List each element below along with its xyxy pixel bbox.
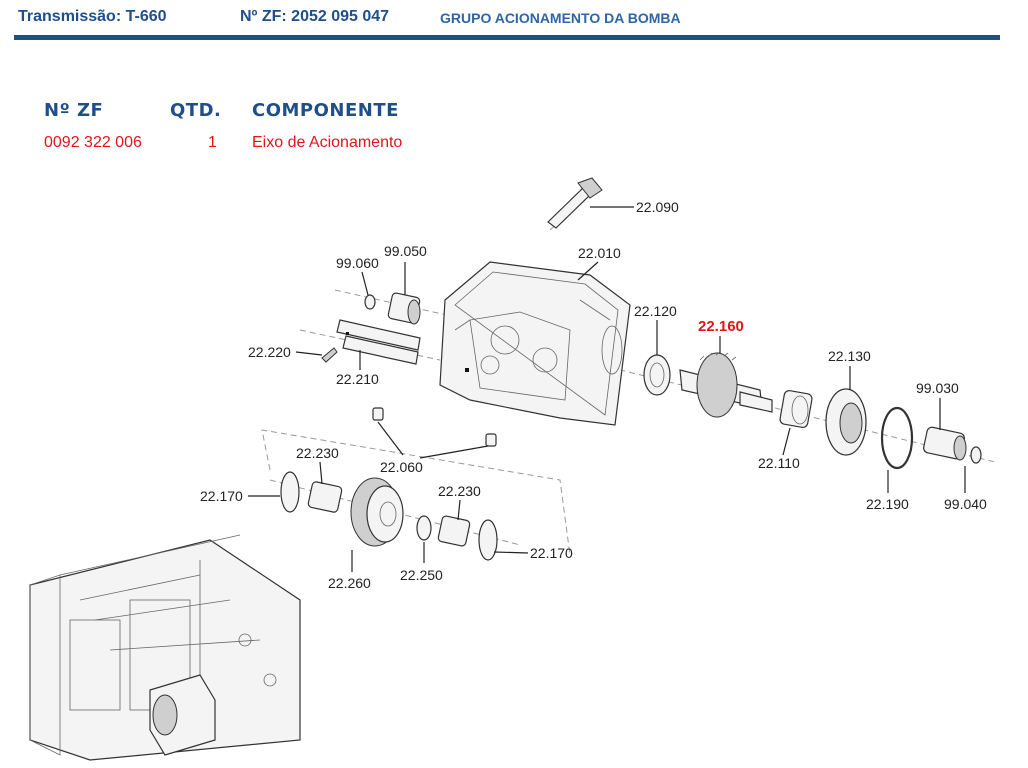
callout-22170-right[interactable]: 22.170	[530, 545, 573, 561]
callout-22130[interactable]: 22.130	[828, 348, 871, 364]
callout-22190[interactable]: 22.190	[866, 496, 909, 512]
part-22230-bushing-right[interactable]	[437, 515, 471, 547]
callout-99060[interactable]: 99.060	[336, 255, 379, 271]
callout-22230-right[interactable]: 22.230	[438, 483, 481, 499]
part-22260-gear[interactable]	[350, 477, 404, 547]
callout-22230-left[interactable]: 22.230	[296, 445, 339, 461]
callout-22250[interactable]: 22.250	[400, 567, 443, 583]
row-component[interactable]: Eixo de Acionamento	[252, 134, 403, 151]
part-22010-housing[interactable]	[439, 261, 631, 426]
part-22120-bearing[interactable]	[643, 354, 671, 396]
page-header: Transmissão: T-660 Nº ZF: 2052 095 047 G…	[0, 0, 1028, 44]
header-divider	[14, 35, 1000, 40]
part-22190-circlip[interactable]	[880, 406, 914, 470]
part-22160-drive-shaft-gear[interactable]	[679, 351, 773, 418]
callout-22010[interactable]: 22.010	[578, 245, 621, 261]
group-title: GRUPO ACIONAMENTO DA BOMBA	[440, 10, 681, 26]
transmission-title: Transmissão: T-660	[18, 8, 167, 25]
callout-22220[interactable]: 22.220	[248, 344, 291, 360]
part-99040-oring[interactable]	[970, 446, 982, 464]
part-22210-shaft-pins[interactable]	[336, 319, 421, 365]
column-header-zf: Nº ZF	[44, 100, 104, 121]
part-22130-seal[interactable]	[825, 388, 867, 456]
callout-99040[interactable]: 99.040	[944, 496, 987, 512]
part-99030-sleeve[interactable]	[923, 426, 967, 461]
transmission-body-illustration	[29, 534, 301, 761]
callout-99030[interactable]: 99.030	[916, 380, 959, 396]
callout-22110[interactable]: 22.110	[758, 455, 800, 471]
part-22220-pin[interactable]	[321, 347, 338, 363]
callout-22170-left[interactable]: 22.170	[200, 488, 243, 504]
callout-22260[interactable]: 22.260	[328, 575, 371, 591]
part-22060-dowels[interactable]	[372, 407, 497, 447]
part-99060-oring[interactable]	[364, 294, 376, 310]
callout-22090[interactable]: 22.090	[636, 199, 679, 215]
callout-22120[interactable]: 22.120	[634, 303, 677, 319]
callout-leaders	[248, 206, 966, 572]
callout-22160-highlighted[interactable]: 22.160	[698, 318, 744, 335]
part-22110-bearing[interactable]	[779, 390, 813, 428]
zf-number-title: Nº ZF: 2052 095 047	[240, 8, 390, 25]
row-zf-number[interactable]: 0092 322 006	[44, 134, 142, 151]
part-22170-washer-left[interactable]	[280, 471, 300, 513]
part-99050-bushing[interactable]	[387, 292, 421, 325]
row-quantity: 1	[208, 134, 217, 151]
part-22250-ring[interactable]	[416, 515, 432, 541]
part-22090-bolt[interactable]	[547, 177, 603, 229]
part-22230-bushing-left[interactable]	[307, 481, 343, 513]
part-22170-washer-right[interactable]	[478, 519, 498, 561]
callout-22060[interactable]: 22.060	[380, 459, 423, 475]
column-header-qtd: QTD.	[170, 100, 222, 121]
column-header-component: COMPONENTE	[252, 100, 399, 121]
callout-99050[interactable]: 99.050	[384, 243, 427, 259]
callout-22210[interactable]: 22.210	[336, 371, 379, 387]
